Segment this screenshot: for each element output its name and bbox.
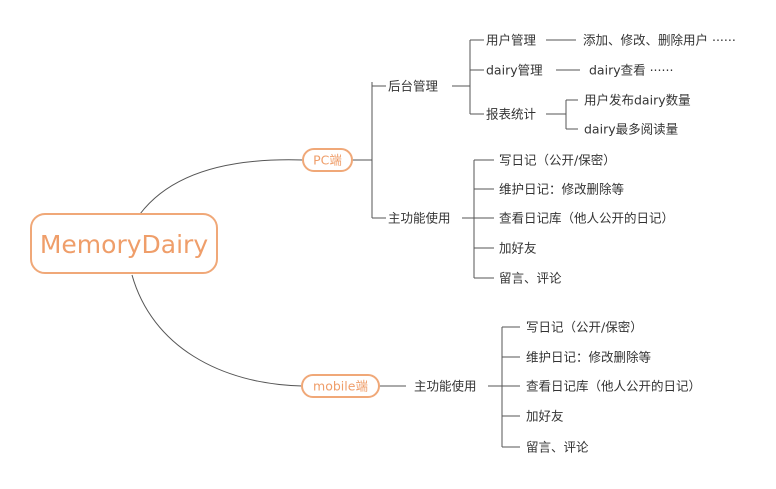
dairy-mgmt-node: dairy管理 xyxy=(486,63,543,78)
pc-main-item: 写日记（公开/保密） xyxy=(499,153,616,168)
root-node-box xyxy=(30,213,218,274)
report-item: 用户发布dairy数量 xyxy=(584,93,691,108)
mobile-branch-node: mobile端 xyxy=(301,374,380,398)
mobile-main-item: 查看日记库（他人公开的日记） xyxy=(526,379,701,394)
pc-branch-node: PC端 xyxy=(302,148,353,172)
pc-branch-label: PC端 xyxy=(313,153,342,168)
mobile-main-item: 写日记（公开/保密） xyxy=(526,320,643,335)
pc-main-item: 加好友 xyxy=(499,241,537,256)
mobile-main-node: 主功能使用 xyxy=(414,379,477,394)
link-root-mobile xyxy=(131,274,303,387)
pc-branch-box xyxy=(302,148,353,172)
pc-main-item: 维护日记：修改删除等 xyxy=(499,182,624,197)
link-root-pc xyxy=(139,159,304,215)
mobile-branch-box xyxy=(301,374,380,398)
link-mobile-main-bracket xyxy=(488,326,520,448)
backend-node: 后台管理 xyxy=(388,79,439,94)
dairy-mgmt-detail: dairy查看 ······ xyxy=(589,63,673,78)
link-backend-bracket xyxy=(452,39,484,115)
root-node: MemoryDairy xyxy=(30,213,218,274)
mobile-main-item: 维护日记：修改删除等 xyxy=(526,350,651,365)
link-report-bracket xyxy=(546,99,578,130)
user-mgmt-node: 用户管理 xyxy=(486,33,537,48)
report-item: dairy最多阅读量 xyxy=(584,122,678,137)
mobile-branch-label: mobile端 xyxy=(313,379,368,394)
connectors xyxy=(131,39,580,448)
report-node: 报表统计 xyxy=(486,107,536,122)
link-pc-bracket xyxy=(352,82,386,219)
mobile-main-item: 加好友 xyxy=(526,409,564,424)
pc-main-item: 留言、评论 xyxy=(499,271,562,286)
user-mgmt-detail: 添加、修改、删除用户 ······ xyxy=(583,33,736,48)
link-pc-main-bracket xyxy=(462,159,494,279)
pc-main-item: 查看日记库（他人公开的日记） xyxy=(499,211,674,226)
root-node-label: MemoryDairy xyxy=(40,230,208,259)
pc-main-node: 主功能使用 xyxy=(388,211,451,226)
mobile-main-item: 留言、评论 xyxy=(526,440,589,455)
